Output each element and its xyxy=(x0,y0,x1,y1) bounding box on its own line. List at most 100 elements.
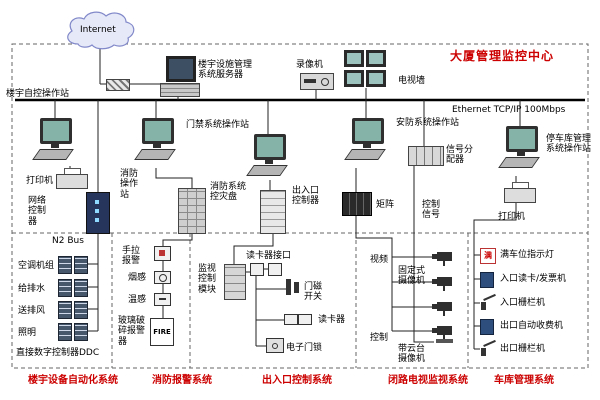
fire-device-label: 玻璃破碎报警器 xyxy=(118,316,146,347)
ptz-camera-label: 带云台摄像机 xyxy=(398,344,426,365)
control-module-icon xyxy=(224,264,246,300)
printer-body xyxy=(504,188,536,203)
station-bas-label: 楼宇自控操作站 xyxy=(6,89,70,99)
fixed-camera-icon xyxy=(432,250,456,270)
printer-left-icon xyxy=(56,168,88,189)
glass-break-alarm-icon: FIRE xyxy=(150,318,174,346)
bas-device-label: 照明 xyxy=(18,328,37,338)
video-line-label: 视频 xyxy=(370,255,389,265)
fan-unit-icon xyxy=(58,301,88,319)
module-label: 监视控制模块 xyxy=(198,264,217,295)
workstation-bas-icon xyxy=(32,118,84,160)
control-signal-label: 控制信号 xyxy=(422,200,441,221)
smoke-detector-icon xyxy=(154,271,171,284)
fire-device-label: 手拉报警 xyxy=(122,246,141,267)
printer-body xyxy=(56,174,88,189)
workstation-fire-icon xyxy=(134,118,186,160)
fixed-camera-icon xyxy=(432,275,456,295)
ptz-camera-icon xyxy=(432,324,456,344)
ahu-unit-icon xyxy=(58,256,88,274)
fire-panel-icon xyxy=(178,188,206,234)
bas-device-label: 给排水 xyxy=(18,284,46,294)
workstation-access-icon xyxy=(246,134,298,176)
full-indicator-icon: 满 xyxy=(480,248,496,264)
workstation-parking-icon xyxy=(498,126,550,168)
parking-device-label: 满车位指示灯 xyxy=(500,250,555,260)
parking-device-label: 入口读卡/发票机 xyxy=(500,274,567,284)
printer-right-label: 打印机 xyxy=(498,212,526,222)
server-icon xyxy=(160,56,202,97)
control-line-label: 控制 xyxy=(370,333,389,343)
bas-device-label: 空调机组 xyxy=(18,261,55,271)
network-controller-icon xyxy=(86,192,110,234)
fire-panel-label: 消防系统控灾盘 xyxy=(210,182,247,203)
lighting-unit-icon xyxy=(58,323,88,341)
card-reader-label: 读卡器 xyxy=(318,315,346,325)
water-unit-icon xyxy=(58,279,88,297)
exit-barrier-icon xyxy=(480,339,497,356)
system-name-cctv: 闭路电视监视系统 xyxy=(388,375,468,386)
monitor-icon xyxy=(142,118,174,148)
door-switch-label: 门磁开关 xyxy=(304,282,323,303)
monitor-icon xyxy=(254,134,286,164)
splitter-label: 信号分配器 xyxy=(446,145,474,166)
heat-detector-icon xyxy=(154,293,171,306)
server-label: 楼宇设施管理系统服务器 xyxy=(198,60,253,81)
server-base-unit xyxy=(160,83,200,97)
system-name-access: 出入口控制系统 xyxy=(262,375,332,386)
keyboard-icon xyxy=(246,165,288,176)
ethernet-label: Ethernet TCP/IP 100Mbps xyxy=(452,105,566,115)
ticket-machine-icon xyxy=(480,272,494,288)
reader-interface-icon xyxy=(268,263,282,276)
page-title: 大厦管理监控中心 xyxy=(450,49,555,63)
station-fire-label: 消防操作站 xyxy=(120,169,139,200)
keyboard-icon xyxy=(134,149,176,160)
system-name-bas: 楼宇设备自动化系统 xyxy=(28,375,118,386)
internet-cloud-icon xyxy=(67,11,135,50)
parking-device-label: 入口栅栏机 xyxy=(500,298,546,308)
station-parking-label: 停车库管理系统操作站 xyxy=(546,134,592,155)
tv-screen xyxy=(344,50,364,67)
network-controller-label: 网络控制器 xyxy=(28,196,47,227)
keyboard-icon xyxy=(498,157,540,168)
reader-interface-label: 读卡器接口 xyxy=(246,251,292,261)
bas-device-label: 送排风 xyxy=(18,306,46,316)
keyboard-icon xyxy=(32,149,74,160)
fire-device-label: 烟感 xyxy=(128,273,147,283)
system-name-parking: 车库管理系统 xyxy=(494,375,554,386)
station-security-label: 安防系统操作站 xyxy=(396,118,460,128)
tv-screen xyxy=(366,70,386,87)
tv-screen xyxy=(344,70,364,87)
monitor-icon xyxy=(352,118,384,148)
entry-controller-icon xyxy=(260,190,286,234)
tv-wall-icon xyxy=(344,50,388,88)
parking-device-label: 出口栅栏机 xyxy=(500,344,546,354)
card-reader-icon xyxy=(298,314,312,325)
door-lock-icon xyxy=(266,338,284,353)
outer-dashed-border xyxy=(11,43,589,369)
recorder-label: 录像机 xyxy=(296,60,324,70)
wires-bottom xyxy=(88,166,517,350)
keyboard-icon xyxy=(344,149,386,160)
station-access-label: 门禁系统操作站 xyxy=(186,120,250,130)
matrix-label: 矩阵 xyxy=(376,200,395,210)
parking-device-label: 出口自动收费机 xyxy=(500,321,564,331)
reader-interface-icon xyxy=(250,263,264,276)
workstation-security-icon xyxy=(344,118,396,160)
fire-device-label: 温感 xyxy=(128,295,147,305)
system-name-fire: 消防报警系统 xyxy=(152,375,212,386)
matrix-icon xyxy=(342,192,372,216)
door-contact-icon xyxy=(286,279,300,297)
fixed-camera-label: 固定式摄像机 xyxy=(398,266,426,287)
entry-controller-label: 出入口控制器 xyxy=(292,186,320,207)
printer-left-label: 打印机 xyxy=(26,176,54,186)
ddc-label: 直接数字控制器DDC xyxy=(16,348,100,358)
tv-screen xyxy=(366,50,386,67)
monitor-icon xyxy=(40,118,72,148)
entry-barrier-icon xyxy=(480,293,497,310)
tv-wall-label: 电视墙 xyxy=(398,76,426,86)
internet-label: Internet xyxy=(80,25,116,35)
video-recorder-icon xyxy=(300,73,334,90)
